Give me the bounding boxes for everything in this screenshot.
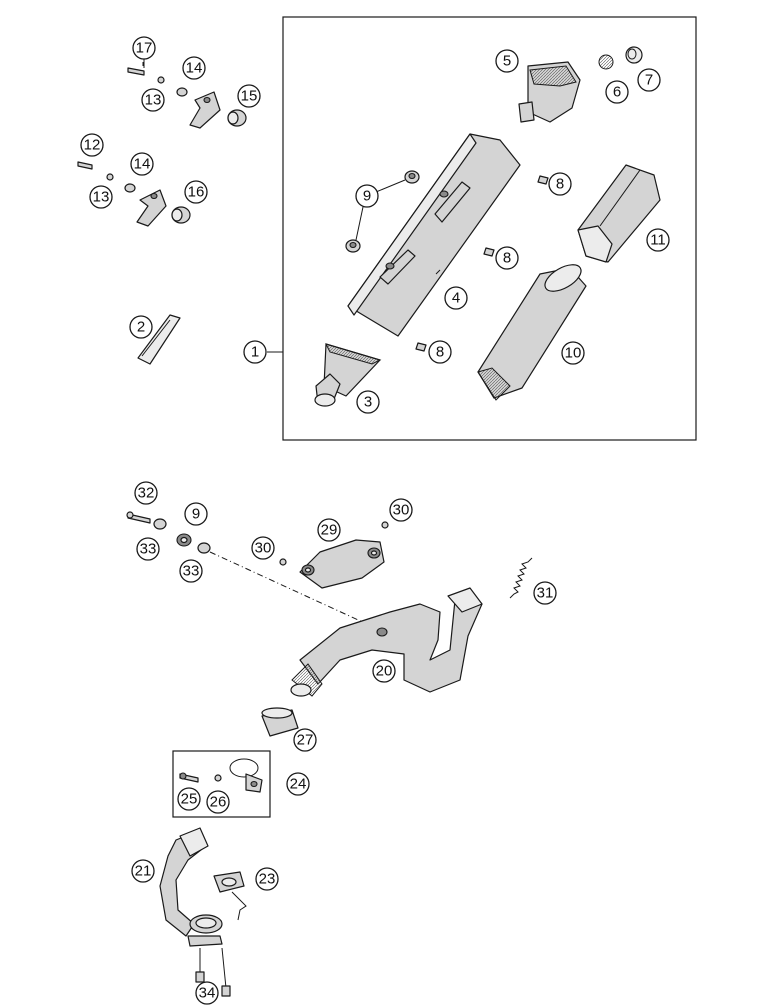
callout-23: 23 (255, 867, 279, 891)
svg-text:30: 30 (255, 540, 272, 557)
svg-text:1: 1 (251, 344, 259, 361)
svg-text:14: 14 (186, 60, 203, 77)
callout-26: 26 (206, 790, 230, 814)
header-pipe (159, 827, 231, 997)
svg-text:6: 6 (613, 84, 621, 101)
callout-13b: 13 (89, 185, 113, 209)
silencer-body (347, 133, 521, 337)
silencer-end-cap (518, 61, 581, 123)
svg-text:23: 23 (259, 871, 276, 888)
header-heat-shield (299, 539, 385, 589)
callout-30a: 30 (389, 498, 413, 522)
bracket-part-14b (136, 189, 167, 227)
svg-text:20: 20 (376, 663, 393, 680)
silencer-tube (477, 264, 587, 401)
callout-3: 3 (356, 390, 380, 414)
callout-21: 21 (131, 859, 155, 883)
screw-group (415, 175, 549, 352)
callout-20: 20 (372, 659, 396, 683)
callout-27: 27 (293, 728, 317, 752)
svg-text:26: 26 (210, 794, 227, 811)
callout-33a: 33 (136, 537, 160, 561)
callout-8a: 8 (548, 172, 572, 196)
svg-text:10: 10 (565, 345, 582, 362)
silencer-inlet-cone (314, 343, 382, 407)
callout-7: 7 (637, 68, 661, 92)
bracket-part-14a (189, 91, 221, 129)
callout-17: 17 (132, 36, 156, 60)
callout-4: 4 (444, 286, 468, 310)
callout-9b: 9 (184, 502, 208, 526)
callout-29: 29 (317, 518, 341, 542)
callout-1: 1 (243, 340, 267, 364)
callout-14b: 14 (130, 152, 154, 176)
callout-31: 31 (533, 581, 557, 605)
svg-text:13: 13 (145, 92, 162, 109)
callout-30b: 30 (251, 536, 275, 560)
silencer-assembly-box (282, 16, 697, 441)
callout-16: 16 (184, 180, 208, 204)
svg-text:8: 8 (503, 250, 511, 267)
exhaust-mid-pipe (290, 587, 483, 697)
callout-13a: 13 (141, 88, 165, 112)
callout-14a: 14 (182, 56, 206, 80)
svg-text:17: 17 (136, 40, 153, 57)
svg-text:27: 27 (297, 732, 314, 749)
svg-text:14: 14 (134, 156, 151, 173)
svg-text:5: 5 (503, 53, 511, 70)
exhaust-gasket (213, 871, 247, 921)
svg-text:9: 9 (192, 506, 200, 523)
mount-bolt-group (126, 511, 211, 554)
svg-text:3: 3 (364, 394, 372, 411)
svg-text:33: 33 (183, 563, 200, 580)
assembly-centerline (209, 551, 381, 631)
callout-15: 15 (237, 84, 261, 108)
callout-2: 2 (129, 315, 153, 339)
svg-text:11: 11 (650, 232, 666, 249)
callout-34: 34 (195, 981, 219, 1005)
svg-text:15: 15 (241, 88, 258, 105)
callout-24: 24 (286, 772, 310, 796)
callout-12: 12 (80, 133, 104, 157)
lower-bracket-group (77, 161, 191, 227)
clamp-assembly-box (172, 750, 271, 818)
svg-text:21: 21 (135, 863, 152, 880)
exhaust-spring (509, 557, 533, 599)
heat-shield-pad (137, 314, 181, 365)
svg-text:12: 12 (84, 137, 101, 154)
svg-text:33: 33 (140, 541, 157, 558)
svg-text:31: 31 (537, 585, 554, 602)
svg-text:34: 34 (199, 985, 216, 1002)
svg-text:4: 4 (452, 290, 460, 307)
svg-text:9: 9 (363, 188, 371, 205)
end-cap-insert (598, 54, 614, 70)
svg-text:8: 8 (436, 344, 444, 361)
svg-text:16: 16 (188, 184, 205, 201)
svg-text:29: 29 (321, 522, 338, 539)
connection-sleeve (261, 707, 299, 737)
callout-10: 10 (561, 341, 585, 365)
svg-text:25: 25 (181, 791, 198, 808)
svg-text:32: 32 (138, 485, 155, 502)
svg-text:30: 30 (393, 502, 410, 519)
svg-text:13: 13 (93, 189, 110, 206)
callout-8c: 8 (428, 340, 452, 364)
svg-text:24: 24 (290, 776, 307, 793)
callout-33b: 33 (179, 559, 203, 583)
svg-text:2: 2 (137, 319, 145, 336)
callout-8b: 8 (495, 246, 519, 270)
callout-32: 32 (134, 481, 158, 505)
exhaust-clamp (229, 758, 263, 793)
silencer-outer-sleeve (577, 164, 661, 263)
end-cap-plug (625, 46, 643, 64)
callout-9a: 9 (355, 184, 379, 208)
callout-11: 11 (646, 228, 670, 252)
upper-bracket-group (127, 58, 247, 129)
svg-text:7: 7 (645, 72, 653, 89)
callout-5: 5 (495, 49, 519, 73)
callout-6: 6 (605, 80, 629, 104)
callout-25: 25 (177, 787, 201, 811)
svg-text:8: 8 (556, 176, 564, 193)
